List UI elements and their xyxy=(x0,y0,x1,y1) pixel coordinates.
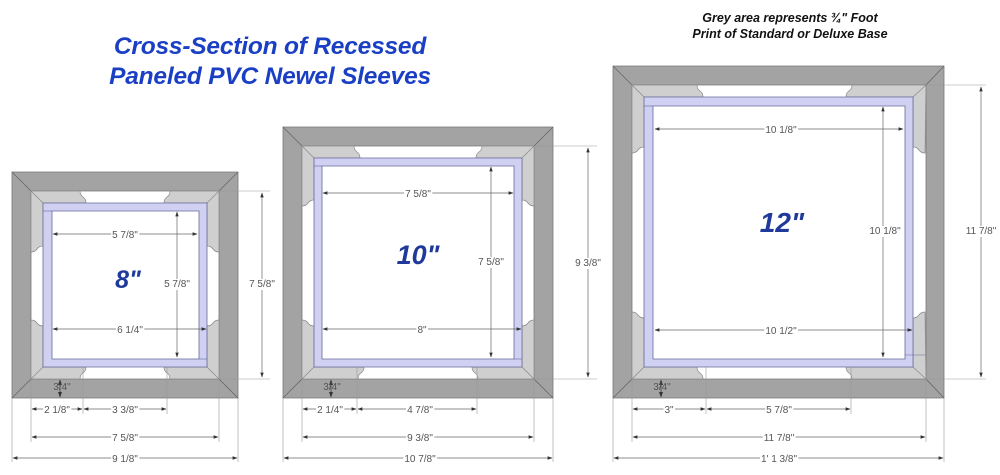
dim-8-inner-width-bottom: 6 1/4" xyxy=(117,325,143,336)
dim-12-recess-width: 5 7/8" xyxy=(766,405,792,416)
legend-note: Grey area represents ¾" Foot Print of St… xyxy=(660,10,920,42)
dim-8-inner-height: 5 7/8" xyxy=(164,279,190,290)
dim-12-outer-height: 11 7/8" xyxy=(966,226,997,237)
size-label-12: 12" xyxy=(760,207,805,238)
dim-12-sleeve-width: 11 7/8" xyxy=(764,433,795,444)
dim-10-corner-offset: 2 1/4" xyxy=(317,405,343,416)
dim-12-inner-width-bottom: 10 1/2" xyxy=(765,326,797,337)
dim-10-sleeve-width: 9 3/8" xyxy=(407,433,433,444)
dim-8-outer-height: 7 5/8" xyxy=(249,279,275,290)
size-label-8: 8" xyxy=(115,266,142,294)
dim-10-base-thickness: 3/4" xyxy=(323,382,341,393)
dim-10-recess-width: 4 7/8" xyxy=(407,405,433,416)
dim-12-inner-height: 10 1/8" xyxy=(869,226,901,237)
dim-8-inner-width-top: 5 7/8" xyxy=(112,230,138,241)
dim-8-recess-width: 3 3/8" xyxy=(112,405,138,416)
dim-8-sleeve-width: 7 5/8" xyxy=(112,433,138,444)
dim-8-base-width: 9 1/8" xyxy=(112,454,138,465)
sleeve-12in: 10 1/8" 10 1/2" 10 1/8" 12" 11 7/8" 3/4"… xyxy=(612,65,998,465)
dim-10-outer-height: 9 3/8" xyxy=(575,258,601,269)
dim-8-corner-offset: 2 1/8" xyxy=(44,405,70,416)
note-line-2: Print of Standard or Deluxe Base xyxy=(692,27,888,41)
dim-12-corner-offset: 3" xyxy=(664,405,674,416)
sleeve-8in: 5 7/8" 6 1/4" 5 7/8" 8" 7 5/8" 3/4" 2 1/… xyxy=(11,171,277,465)
size-label-10: 10" xyxy=(397,240,441,270)
title-line-2: Paneled PVC Newel Sleeves xyxy=(109,63,431,90)
dim-10-inner-width-bottom: 8" xyxy=(417,325,427,336)
dim-10-inner-width-top: 7 5/8" xyxy=(405,189,431,200)
dim-12-inner-width-top: 10 1/8" xyxy=(765,125,797,136)
title-line-1: Cross-Section of Recessed xyxy=(113,33,427,60)
dim-10-inner-height: 7 5/8" xyxy=(478,257,504,268)
diagram-title: Cross-Section of Recessed Paneled PVC Ne… xyxy=(70,32,470,92)
sleeve-10in: 7 5/8" 8" 7 5/8" 10" 9 3/8" 3/4" 2 1/4" … xyxy=(282,126,603,465)
dim-8-base-thickness: 3/4" xyxy=(53,382,71,393)
dim-12-base-width: 1' 1 3/8" xyxy=(761,454,797,465)
note-line-1: Grey area represents ¾" Foot xyxy=(702,11,878,25)
dim-10-base-width: 10 7/8" xyxy=(404,454,436,465)
dim-12-base-thickness: 3/4" xyxy=(653,382,671,393)
